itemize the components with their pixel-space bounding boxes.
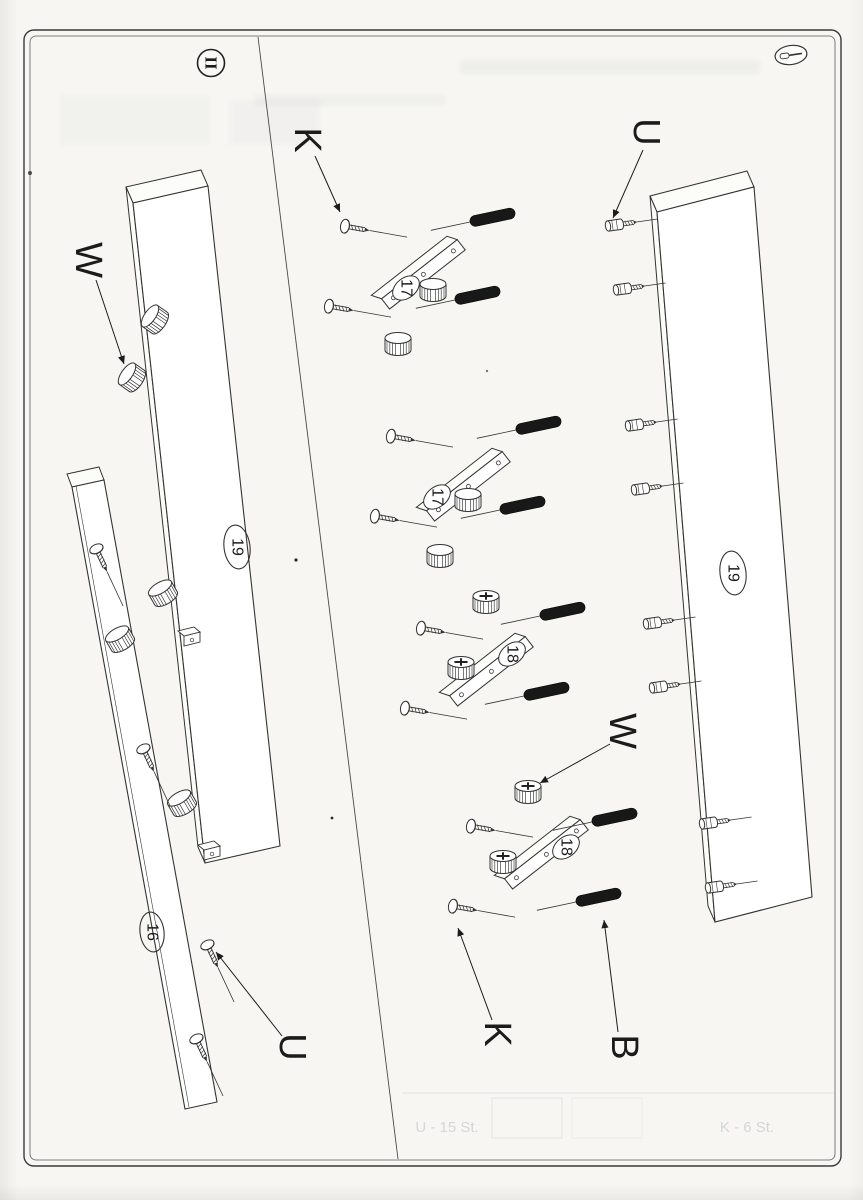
dowel-icon [429,206,517,237]
part-badge-circle [139,911,165,953]
connector-bolt-icon [604,213,659,233]
callout-u-top-right: U [625,118,667,145]
rail-assembly-17-second: 17 [368,414,563,568]
part-number-17: 17 [429,488,446,506]
screw-icon [414,619,485,647]
part-number-16: 16 [144,923,161,941]
part-badge-circle [719,550,747,596]
leader-lines [95,149,644,1037]
screwdriver-icon [774,44,808,66]
cam-lock-icon [473,591,499,614]
part-number-19-right: 19 [725,564,742,582]
callout-k-top: K [286,127,328,152]
cam-lock-icon [448,657,474,680]
outer-frame [23,29,842,1167]
rail-assembly-17-first: 17 [322,206,517,356]
part-badge-circle [223,524,251,570]
cam-lock-icon [515,781,541,804]
screw-icon [322,297,393,325]
screw-icon [198,937,241,1006]
rail-assembly-18-first: 18 [398,591,587,727]
part-number-19-left: 19 [229,538,246,556]
dowel-icon [499,600,587,631]
inner-frame [29,35,836,1161]
step-number: II [202,56,221,70]
callout-u-bottom-left: U [271,1033,313,1060]
part-number-18: 18 [558,838,575,856]
part-number-18: 18 [504,645,521,663]
screw-icon [464,817,535,845]
rail-assembly-18-second: 18 [446,781,639,925]
dowel-icon [535,886,623,917]
dowel-icon [475,414,563,445]
screw-icon [338,217,409,245]
cam-lock-icon [384,332,412,356]
callout-w-middle: W [601,713,643,749]
callout-w-left: W [67,242,109,278]
callout-b-bottom: B [603,1034,645,1059]
section-divider [257,36,399,1160]
cam-lock-icon [426,544,454,568]
cam-lock-icon [419,278,447,302]
cam-lock-icon [490,851,516,874]
callout-k-bottom: K [476,1021,518,1046]
screw-icon [446,897,517,925]
bleed-through-top [60,60,760,145]
bleed-through-bottom: U - 15 St. K - 6 St. [402,1092,833,1139]
part-number-17: 17 [398,279,415,297]
dowel-icon [483,680,571,711]
cam-lock-icon [114,359,150,396]
scan-specks [28,171,489,820]
bleed-count-u: U - 15 St. [415,1119,478,1136]
right-panel-19: 19 [649,170,813,923]
rail-part [415,444,511,526]
screw-icon [384,427,455,455]
bleed-count-k: K - 6 St. [720,1119,774,1136]
left-panel-19: 19 [125,169,281,864]
step-badge: II [196,48,226,78]
cam-lock-icon [454,488,482,512]
